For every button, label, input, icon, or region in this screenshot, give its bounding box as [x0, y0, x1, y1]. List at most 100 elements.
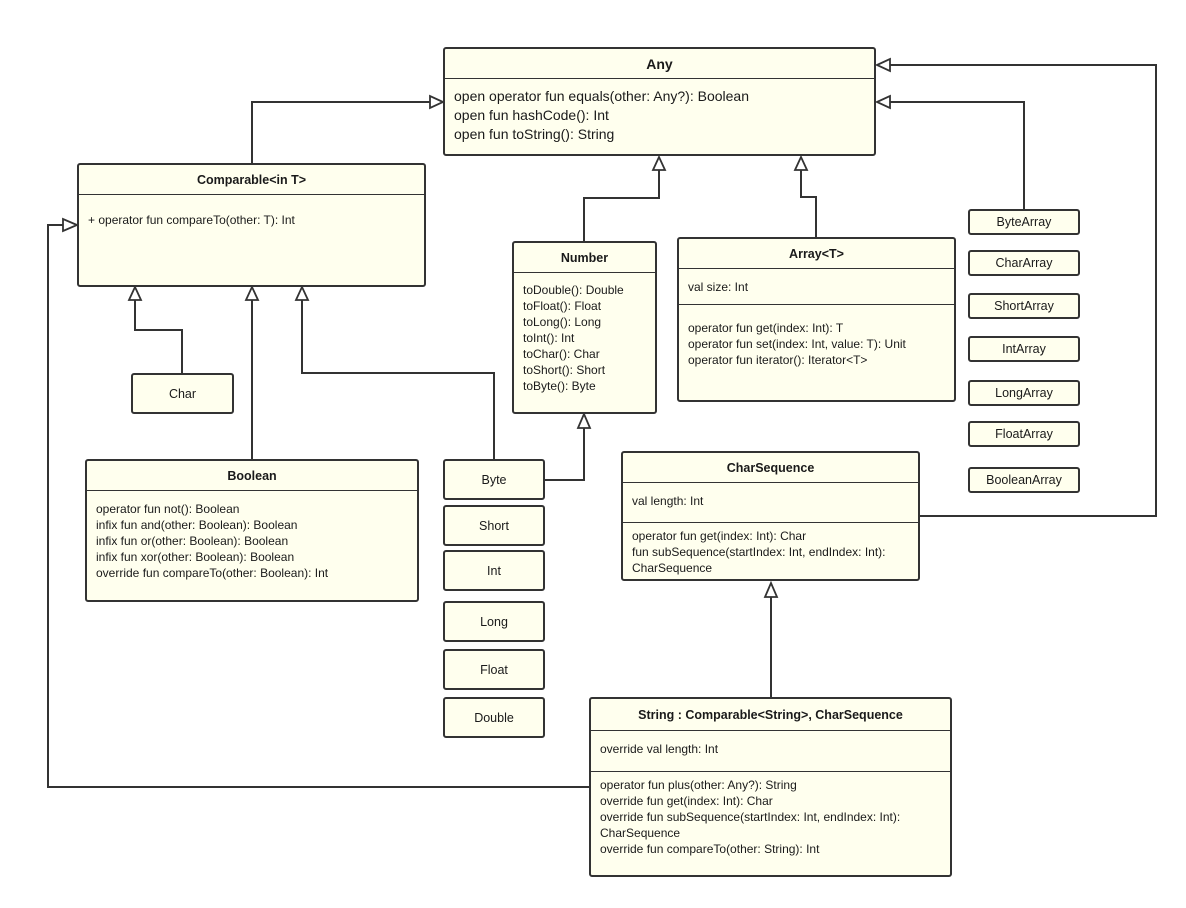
member: override fun compareTo(other: String): I…: [600, 842, 820, 856]
member: toByte(): Byte: [523, 379, 596, 393]
class-properties: override val length: Int: [591, 731, 950, 772]
class-shortarray: ShortArray: [968, 293, 1080, 319]
member: CharSequence: [600, 826, 681, 840]
class-members: operator fun not(): Boolean infix fun an…: [87, 491, 417, 581]
class-double: Double: [443, 697, 545, 738]
class-bytearray: ByteArray: [968, 209, 1080, 235]
class-string: String : Comparable<String>, CharSequenc…: [589, 697, 952, 877]
edge-comparable-any: [251, 101, 430, 164]
class-title: Any: [445, 49, 874, 79]
class-title: Byte: [481, 472, 507, 487]
class-title: BooleanArray: [986, 473, 1062, 487]
class-byte: Byte: [443, 459, 545, 500]
member: fun subSequence(startIndex: Int, endInde…: [632, 545, 886, 559]
class-methods: operator fun get(index: Int): Char fun s…: [623, 523, 918, 576]
member: override fun subSequence(startIndex: Int…: [600, 810, 901, 824]
class-title: Double: [474, 710, 514, 725]
class-members: open operator fun equals(other: Any?): B…: [445, 79, 874, 144]
member: toDouble(): Double: [523, 283, 624, 297]
member: override fun compareTo(other: Boolean): …: [96, 566, 329, 580]
class-short: Short: [443, 505, 545, 546]
member: override val length: Int: [600, 742, 719, 756]
class-title: FloatArray: [995, 427, 1053, 441]
class-title: Long: [480, 614, 508, 629]
class-charsequence: CharSequence val length: Int operator fu…: [621, 451, 920, 581]
class-methods: operator fun get(index: Int): T operator…: [679, 305, 954, 368]
edge-byte-comparable: [301, 300, 495, 460]
member: infix fun xor(other: Boolean): Boolean: [96, 550, 295, 564]
class-intarray: IntArray: [968, 336, 1080, 362]
class-title: ShortArray: [994, 299, 1054, 313]
member: operator fun not(): Boolean: [96, 502, 240, 516]
member: toChar(): Char: [523, 347, 600, 361]
member: infix fun or(other: Boolean): Boolean: [96, 534, 289, 548]
arrowhead: [294, 284, 310, 301]
edge-byte-number: [544, 428, 585, 481]
edge-char-comparable: [134, 300, 183, 374]
class-float: Float: [443, 649, 545, 690]
arrowhead: [429, 94, 446, 110]
class-int: Int: [443, 550, 545, 591]
edge-array-any: [800, 170, 817, 238]
class-title: Number: [514, 243, 655, 273]
class-title: CharArray: [995, 256, 1053, 270]
class-number: Number toDouble(): Double toFloat(): Flo…: [512, 241, 657, 414]
class-title: Int: [487, 563, 501, 578]
edge-charsequence-any: [890, 64, 1157, 517]
class-longarray: LongArray: [968, 380, 1080, 406]
arrowhead: [874, 94, 891, 110]
class-comparable: Comparable<in T> + operator fun compareT…: [77, 163, 426, 287]
member: operator fun get(index: Int): Char: [632, 529, 807, 543]
class-long: Long: [443, 601, 545, 642]
class-title: ByteArray: [996, 215, 1052, 229]
class-title: Short: [479, 518, 509, 533]
member: toFloat(): Float: [523, 299, 602, 313]
arrowhead: [127, 284, 143, 301]
member: toLong(): Long: [523, 315, 602, 329]
member: operator fun plus(other: Any?): String: [600, 778, 797, 792]
edge-string-comparable: [47, 224, 591, 788]
member: operator fun get(index: Int): T: [688, 321, 844, 335]
arrowhead: [793, 154, 809, 171]
arrowhead: [576, 411, 592, 429]
arrowhead: [874, 57, 891, 73]
member: operator fun iterator(): Iterator<T>: [688, 353, 868, 367]
member: val length: Int: [632, 494, 704, 508]
class-floatarray: FloatArray: [968, 421, 1080, 447]
member: CharSequence: [632, 561, 713, 575]
arrowhead: [763, 580, 779, 598]
class-title: Char: [168, 386, 197, 401]
class-boolean: Boolean operator fun not(): Boolean infi…: [85, 459, 419, 602]
member: open fun toString(): String: [454, 126, 615, 142]
class-title: Comparable<in T>: [79, 165, 424, 195]
class-members: toDouble(): Double toFloat(): Float toLo…: [514, 273, 655, 394]
class-properties: val length: Int: [623, 483, 918, 523]
member: open fun hashCode(): Int: [454, 107, 609, 123]
member: override fun get(index: Int): Char: [600, 794, 773, 808]
class-booleanarray: BooleanArray: [968, 467, 1080, 493]
class-properties: val size: Int: [679, 269, 954, 305]
class-title: String : Comparable<String>, CharSequenc…: [591, 699, 950, 731]
class-title: CharSequence: [623, 453, 918, 483]
class-members: + operator fun compareTo(other: T): Int: [79, 195, 424, 228]
class-char: Char: [131, 373, 234, 414]
class-title: Boolean: [87, 461, 417, 491]
class-array: Array<T> val size: Int operator fun get(…: [677, 237, 956, 402]
class-title: Array<T>: [679, 239, 954, 269]
member: val size: Int: [688, 280, 749, 294]
class-chararray: CharArray: [968, 250, 1080, 276]
arrowhead: [244, 284, 260, 301]
member: infix fun and(other: Boolean): Boolean: [96, 518, 298, 532]
arrowhead: [62, 217, 80, 233]
class-title: Float: [480, 662, 508, 677]
arrowhead: [651, 154, 667, 171]
class-title: LongArray: [995, 386, 1053, 400]
member: toShort(): Short: [523, 363, 606, 377]
edge-number-any: [583, 170, 660, 242]
member: toInt(): Int: [523, 331, 575, 345]
member: + operator fun compareTo(other: T): Int: [88, 213, 295, 227]
class-methods: operator fun plus(other: Any?): String o…: [591, 772, 950, 857]
member: open operator fun equals(other: Any?): B…: [454, 88, 749, 104]
class-any: Any open operator fun equals(other: Any?…: [443, 47, 876, 156]
